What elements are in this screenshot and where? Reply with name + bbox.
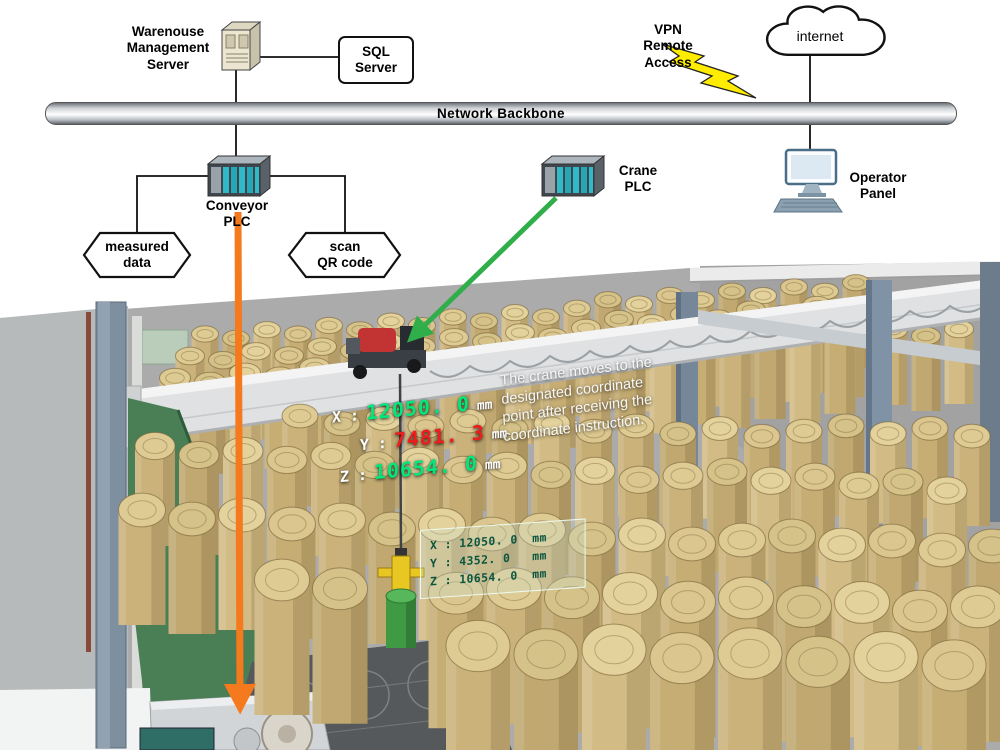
hud-z-label: Z :: [339, 465, 367, 487]
hud-x-label: X :: [331, 406, 359, 427]
right-runway-rail: [698, 310, 1000, 368]
internet-label: internet: [796, 28, 844, 44]
paper-roll: [168, 501, 216, 634]
hud-y-value: 7481. 3: [393, 420, 485, 453]
roll-spreader: [377, 548, 425, 648]
crane-plc-icon: [541, 155, 605, 197]
festoon-cable: [429, 300, 991, 378]
network-backbone-label: Network Backbone: [437, 106, 565, 121]
network-backbone-bar: Network Backbone: [45, 102, 957, 125]
internet-cloud-icon: [767, 6, 884, 54]
hud-z-unit: mm: [484, 457, 501, 474]
paper-roll: [445, 619, 511, 750]
scan-qr-label: scan QR code: [317, 239, 373, 271]
paper-roll: [513, 628, 579, 750]
wrapper-machine: [139, 727, 215, 750]
hud-z-value: 10654. 0: [373, 450, 478, 485]
paper-roll: [581, 623, 647, 750]
operator-panel-icon: [773, 148, 843, 213]
left-wall-pipe: [86, 312, 91, 652]
paper-roll: [944, 319, 974, 405]
sql-server-box: SQL Server: [338, 36, 414, 84]
server-icon: [220, 20, 262, 72]
paper-roll: [118, 492, 166, 625]
paper-roll: [312, 567, 368, 724]
paper-roll: [921, 639, 987, 750]
hoist-rope: [398, 373, 403, 557]
measured-data-hexagon: [82, 231, 192, 279]
conveyor-plc-label: Conveyor PLC: [205, 198, 269, 230]
operator-panel-label: Operator Panel: [849, 170, 907, 202]
scan-qr-hexagon: [287, 231, 402, 279]
paper-roll: [853, 631, 919, 750]
target-coordinate-panel: X : 12050. 0 mm Y : 4352. 0 mm Z : 10654…: [420, 518, 586, 600]
hud-y-label: Y :: [359, 433, 387, 455]
paper-roll: [785, 635, 851, 750]
paper-roll-field-front: [445, 619, 987, 750]
steel-column-left: [95, 301, 127, 749]
crane-plc-label: Crane PLC: [618, 163, 658, 195]
crane-command-arrow: [406, 196, 558, 343]
vpn-remote-access-label: VPN Remote Access: [643, 22, 693, 70]
measured-data-label: measured data: [105, 239, 169, 271]
paper-roll: [649, 631, 715, 750]
wms-server-label: Warenouse Management Server: [126, 24, 210, 72]
lightning-bolt-icon: [661, 43, 757, 99]
paper-roll: [254, 558, 310, 715]
hud-x-unit: mm: [476, 397, 493, 414]
ceiling-beam: [690, 261, 1000, 281]
conveyor-data-arrow: [223, 211, 257, 715]
hoist-drum: [358, 328, 396, 352]
paper-roll: [717, 627, 783, 750]
lifted-green-roll: [386, 596, 416, 648]
conveyor-plc-icon: [207, 155, 271, 197]
